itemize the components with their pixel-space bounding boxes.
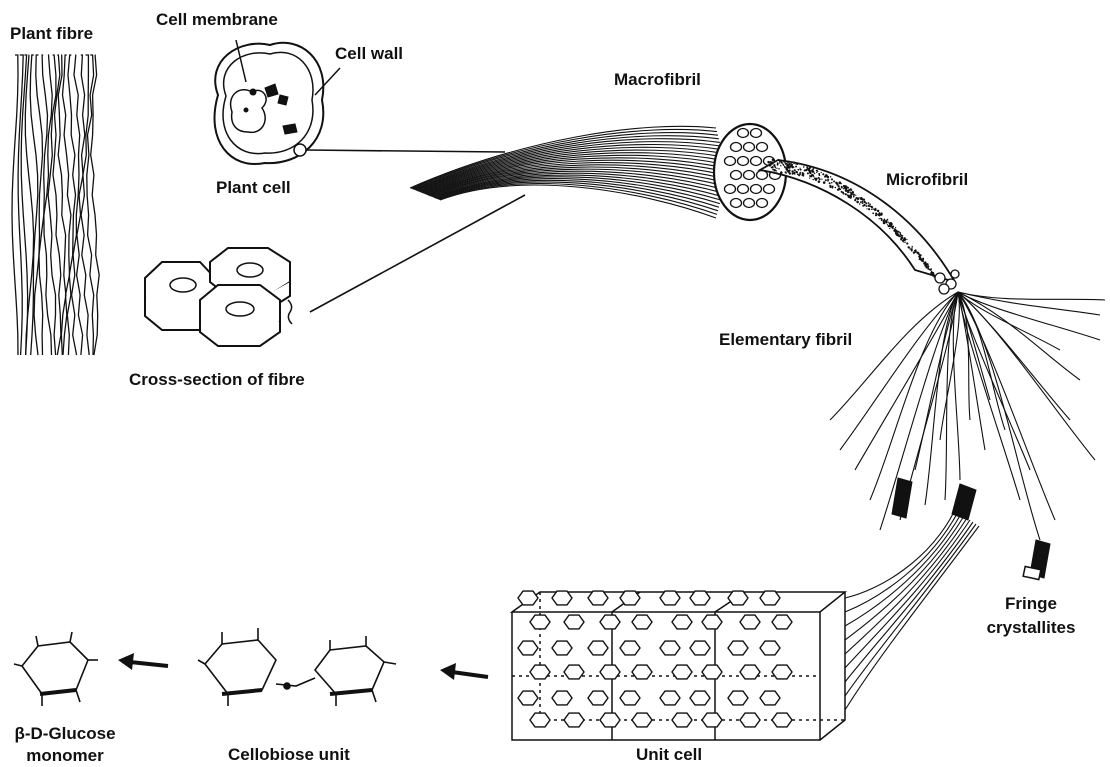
cell-wall-leader	[315, 68, 340, 95]
label-unit-cell: Unit cell	[636, 745, 702, 765]
label-glucose-line1: β-D-Glucose	[0, 724, 130, 744]
label-glucose-line2: monomer	[0, 746, 130, 766]
label-elementary-fibril: Elementary fibril	[719, 330, 852, 350]
label-cell-wall: Cell wall	[335, 44, 403, 64]
arrow-cellobiose-to-glucose	[118, 653, 168, 670]
label-cellobiose-unit: Cellobiose unit	[228, 745, 350, 765]
cellobiose-structure	[198, 628, 396, 706]
cell-to-macrofibril-line	[306, 150, 505, 152]
cross-section-to-macrofibril-line	[310, 195, 525, 312]
label-macrofibril: Macrofibril	[614, 70, 701, 90]
fibre-cross-section	[145, 248, 292, 346]
unit-cell-lattice	[512, 591, 845, 740]
label-cell-membrane: Cell membrane	[156, 10, 278, 30]
label-fringe-crystallites-line1: Fringe	[966, 594, 1096, 614]
macrofibril-strands	[410, 126, 724, 218]
label-plant-cell: Plant cell	[216, 178, 291, 198]
glucose-monomer-structure	[14, 632, 98, 706]
fibrils-to-unit-cell	[845, 510, 979, 710]
label-fringe-crystallites-line2: crystallites	[966, 618, 1096, 638]
plant-cell	[215, 43, 324, 164]
label-cross-section: Cross-section of fibre	[129, 370, 305, 390]
label-plant-fibre: Plant fibre	[10, 24, 93, 44]
label-microfibril: Microfibril	[886, 170, 968, 190]
plant-fibre-strands	[12, 55, 99, 355]
arrow-unit-to-cellobiose	[440, 663, 488, 680]
